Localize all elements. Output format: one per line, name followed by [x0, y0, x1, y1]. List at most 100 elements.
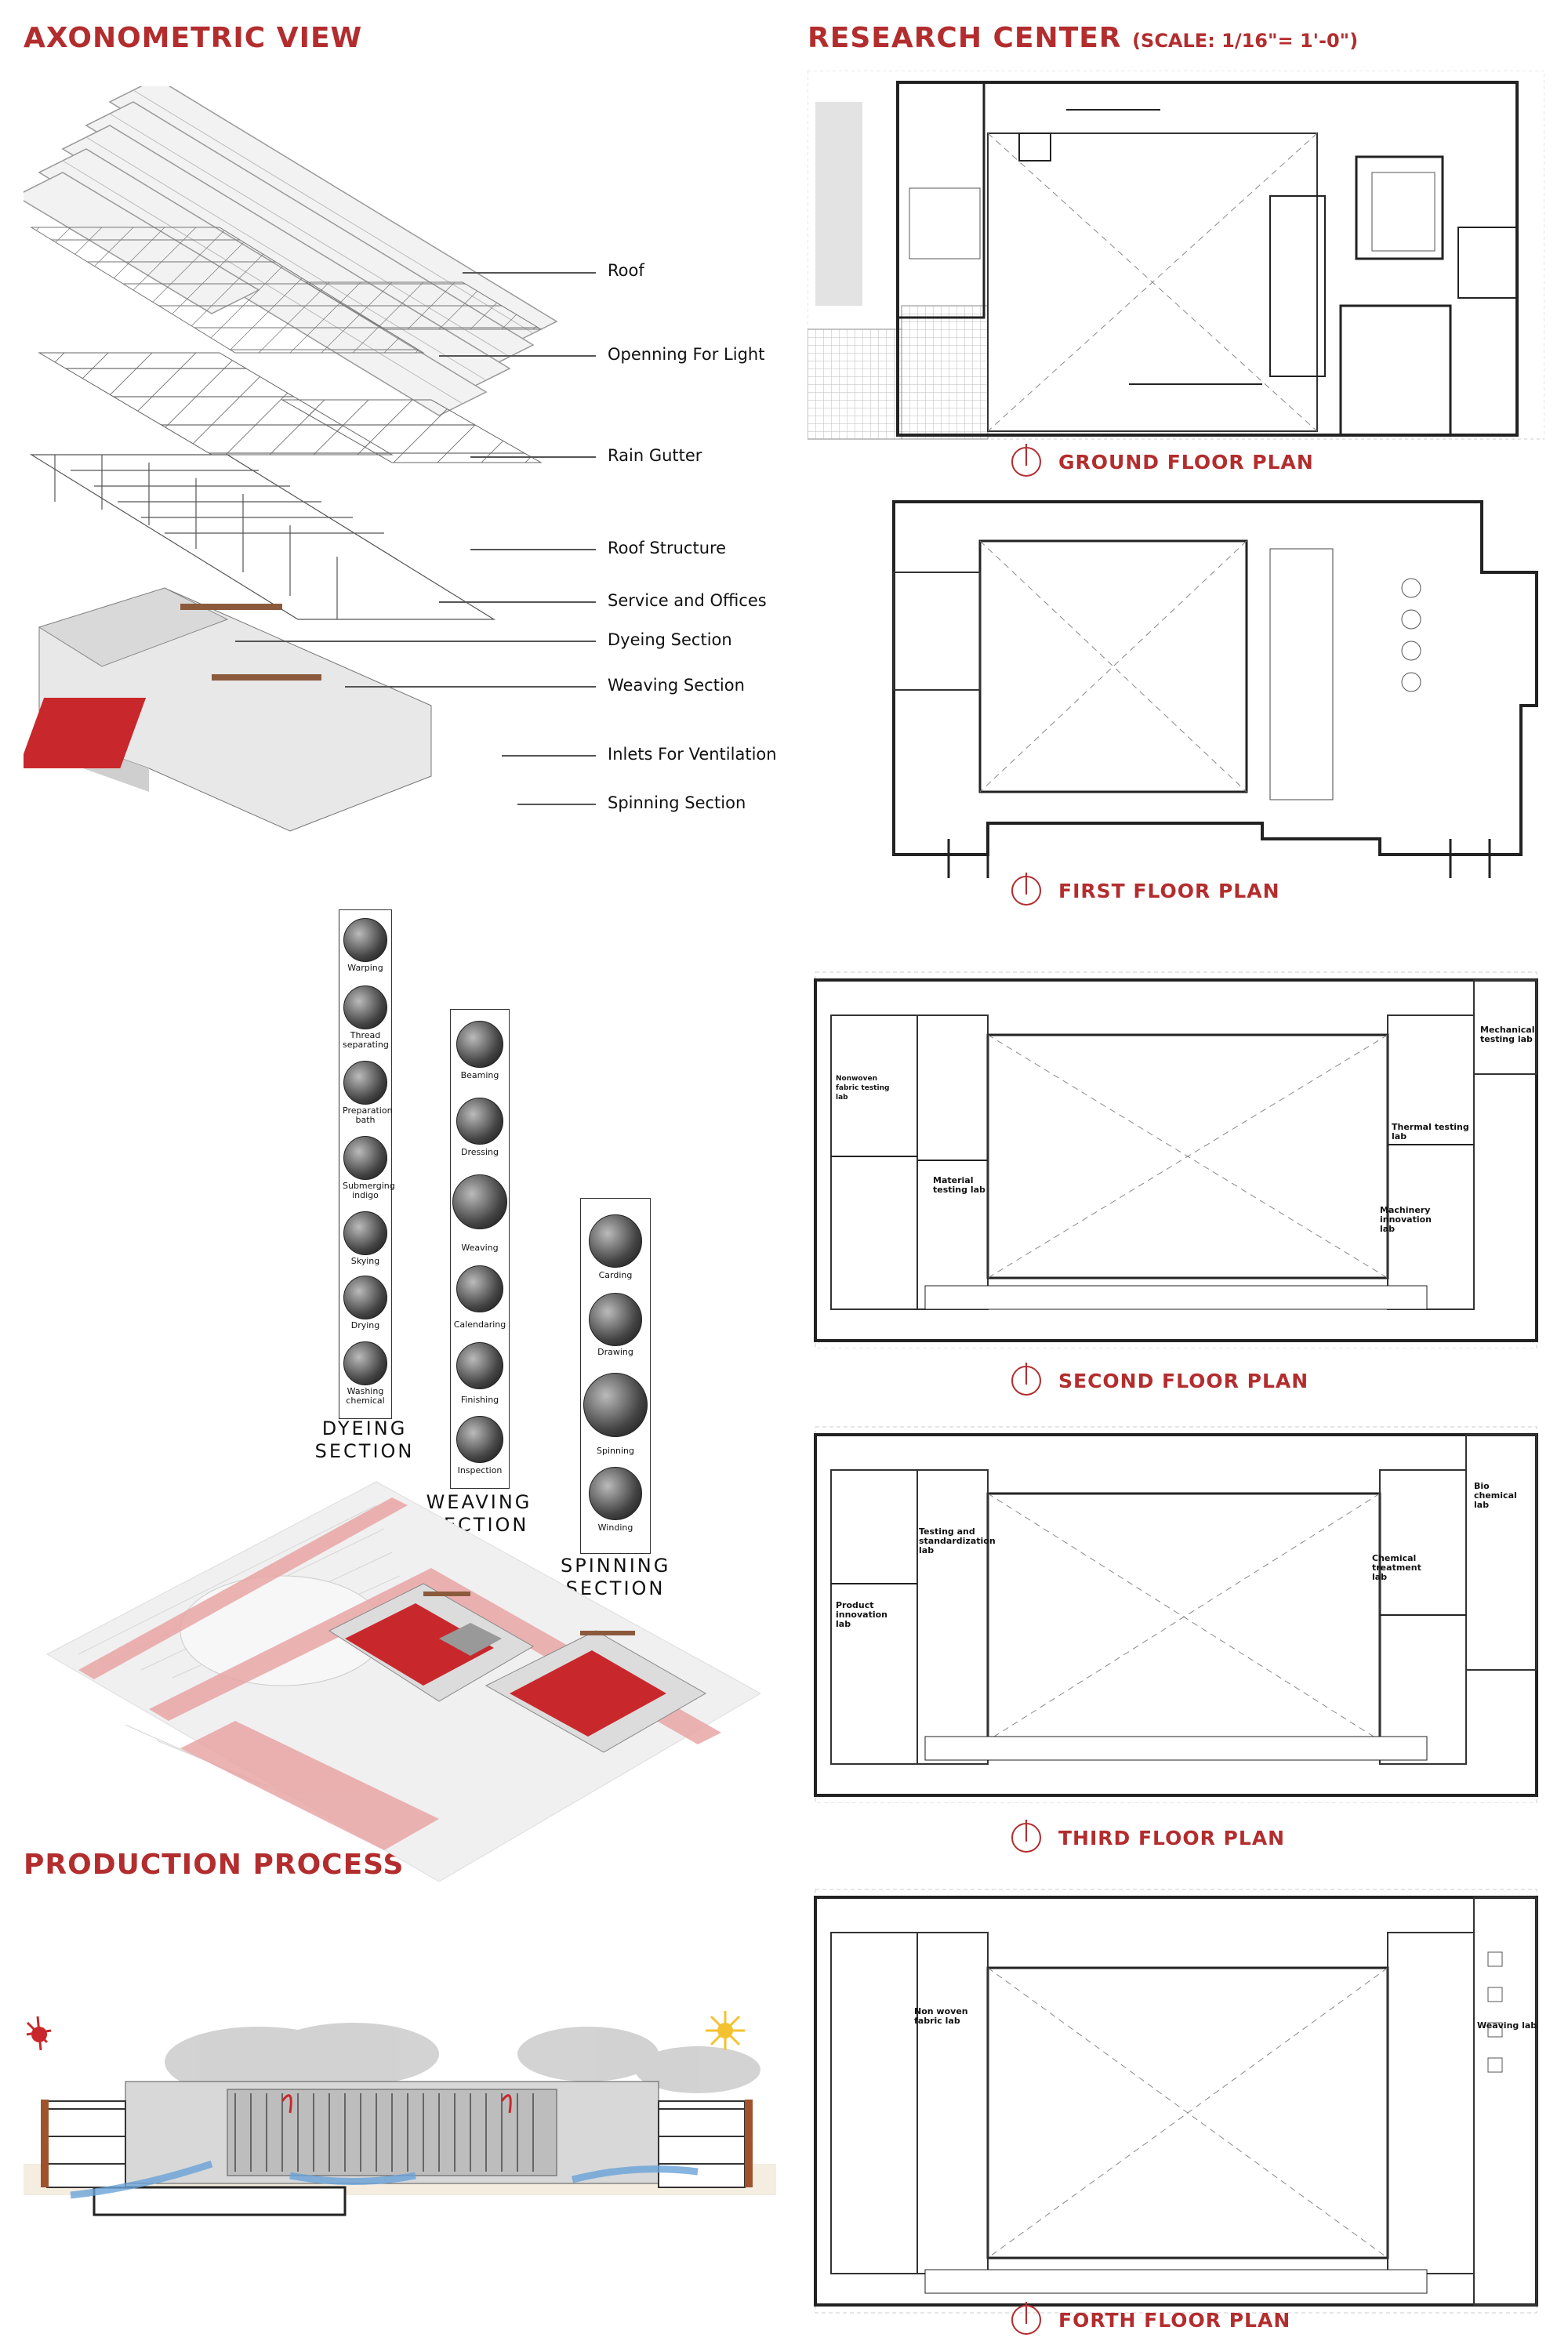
research-center-heading: RESEARCH CENTER: [808, 22, 1122, 54]
weaving-thumb: [452, 1174, 507, 1229]
inspection-thumb: [456, 1416, 503, 1463]
ground-floor-label: GROUND FLOOR PLAN: [1058, 450, 1314, 474]
room-chemical-treatment: Chemical treatment lab: [1372, 1553, 1421, 1582]
north-arrow-icon: [1011, 2302, 1041, 2335]
dyeing-title-1: DYEING: [321, 1417, 408, 1439]
step-thread-separating: Thread separating: [343, 1030, 389, 1050]
leader-dyeing: [235, 641, 596, 642]
label-gutter: Rain Gutter: [608, 446, 702, 465]
light-openings-layer: [30, 227, 543, 354]
step-skying: Skying: [350, 1256, 380, 1266]
fourth-floor-label: FORTH FLOOR PLAN: [1058, 2308, 1291, 2332]
label-inlets: Inlets For Ventilation: [608, 745, 777, 764]
step-dressing: Dressing: [461, 1147, 499, 1157]
room-bio-chemical: Bio chemical lab: [1474, 1481, 1517, 1510]
step-weaving: Weaving: [461, 1243, 499, 1253]
spinning-title-1: SPINNING: [561, 1555, 671, 1577]
production-process-title: PRODUCTION PROCESS: [24, 1849, 405, 1881]
step-beaming: Beaming: [460, 1070, 499, 1080]
drawing-thumb: [589, 1293, 642, 1346]
spinning-process-column: Carding Drawing Spinning Winding: [580, 1198, 651, 1554]
leader-gutter: [470, 456, 596, 458]
scale-note: (SCALE: 1/16"= 1'-0"): [1132, 30, 1359, 52]
dyeing-title-2: SECTION: [314, 1440, 415, 1462]
leader-roof-structure: [470, 549, 596, 550]
step-winding: Winding: [597, 1523, 633, 1533]
step-washing-chemical: Washing chemical: [346, 1386, 385, 1406]
label-openings: Openning For Light: [608, 345, 765, 364]
axonometric-title: AXONOMETRIC VIEW: [24, 22, 363, 54]
winding-thumb: [589, 1467, 642, 1520]
first-floor-label: FIRST FLOOR PLAN: [1058, 879, 1280, 902]
third-floor-plan: [814, 1426, 1538, 1803]
step-spinning: Spinning: [597, 1446, 634, 1456]
step-drawing: Drawing: [597, 1347, 633, 1357]
ground-floor-caption: GROUND FLOOR PLAN: [1011, 444, 1314, 477]
drying-thumb: [343, 1276, 387, 1319]
fourth-floor-plan: [814, 1889, 1538, 2314]
north-arrow-icon: [1011, 1363, 1041, 1396]
step-submerging-indigo: Submerging indigo: [343, 1181, 395, 1200]
skying-thumb: [343, 1211, 387, 1255]
axonometric-drawing: [24, 86, 558, 832]
thread-separating-thumb: [343, 985, 387, 1029]
first-floor-caption: FIRST FLOOR PLAN: [1011, 873, 1280, 906]
room-testing-standardization: Testing and standardization lab: [919, 1526, 996, 1555]
room-nonwoven-testing: Nonwoven fabric testing lab: [836, 1075, 890, 1102]
first-floor-plan: [892, 500, 1538, 878]
research-center-title: RESEARCH CENTER (SCALE: 1/16"= 1'-0"): [808, 22, 1358, 54]
step-finishing: Finishing: [460, 1395, 499, 1405]
beaming-thumb: [456, 1021, 503, 1068]
carding-thumb: [589, 1214, 642, 1268]
label-roof: Roof: [608, 261, 644, 280]
weaving-process-column: Beaming Dressing Weaving Calendaring Fin…: [450, 1009, 510, 1489]
room-non-woven-fabric: Non woven fabric lab: [914, 2006, 968, 2026]
washing-chemical-thumb: [343, 1341, 387, 1385]
second-floor-plan: [814, 971, 1538, 1348]
submerging-indigo-thumb: [343, 1136, 387, 1180]
spinning-thumb: [583, 1373, 648, 1437]
label-dyeing: Dyeing Section: [608, 630, 732, 649]
label-service: Service and Offices: [608, 591, 767, 610]
label-roof-structure: Roof Structure: [608, 539, 727, 557]
north-arrow-icon: [1011, 1820, 1041, 1853]
label-weaving: Weaving Section: [608, 676, 745, 695]
room-weaving-lab: Weaving lab: [1477, 2020, 1537, 2031]
preparation-bath-thumb: [343, 1061, 387, 1105]
building-section: [24, 2011, 776, 2216]
step-warping: Warping: [347, 963, 383, 973]
leader-spinning: [517, 804, 596, 805]
room-material-testing: Material testing lab: [933, 1175, 985, 1195]
room-thermal-testing: Thermal testing lab: [1392, 1122, 1469, 1142]
step-carding: Carding: [598, 1270, 633, 1280]
step-preparation-bath: Preparation bath: [343, 1105, 393, 1125]
finishing-thumb: [456, 1342, 503, 1389]
north-arrow-icon: [1011, 873, 1041, 906]
weaving-section-title: WEAVING SECTION: [424, 1491, 534, 1537]
calendaring-thumb: [456, 1265, 503, 1312]
step-inspection: Inspection: [457, 1465, 503, 1475]
leader-weaving: [345, 686, 596, 688]
building-block: [24, 587, 432, 832]
second-floor-label: SECOND FLOOR PLAN: [1058, 1369, 1309, 1392]
fourth-floor-caption: FORTH FLOOR PLAN: [1011, 2302, 1291, 2335]
step-drying: Drying: [350, 1320, 380, 1330]
rain-gutter-layer: [38, 352, 543, 463]
dyeing-process-column: Warping Thread separating Preparation ba…: [339, 909, 395, 1419]
room-product-innovation: Product innovation lab: [836, 1600, 887, 1629]
site-axonometric: [45, 1481, 760, 1882]
ground-floor-plan: [808, 71, 1544, 440]
second-floor-caption: SECOND FLOOR PLAN: [1011, 1363, 1309, 1396]
dyeing-section-title: DYEING SECTION: [310, 1417, 419, 1463]
step-calendaring: Calendaring: [453, 1319, 506, 1330]
warping-thumb: [343, 918, 387, 962]
north-arrow-icon: [1011, 444, 1041, 477]
dressing-thumb: [456, 1098, 503, 1145]
third-floor-label: THIRD FLOOR PLAN: [1058, 1826, 1286, 1849]
leader-inlets: [502, 755, 596, 757]
leader-roof: [463, 272, 596, 274]
roof-structure-layer: [29, 454, 496, 620]
third-floor-caption: THIRD FLOOR PLAN: [1011, 1820, 1286, 1853]
leader-openings: [439, 355, 596, 357]
leader-service: [439, 601, 596, 603]
